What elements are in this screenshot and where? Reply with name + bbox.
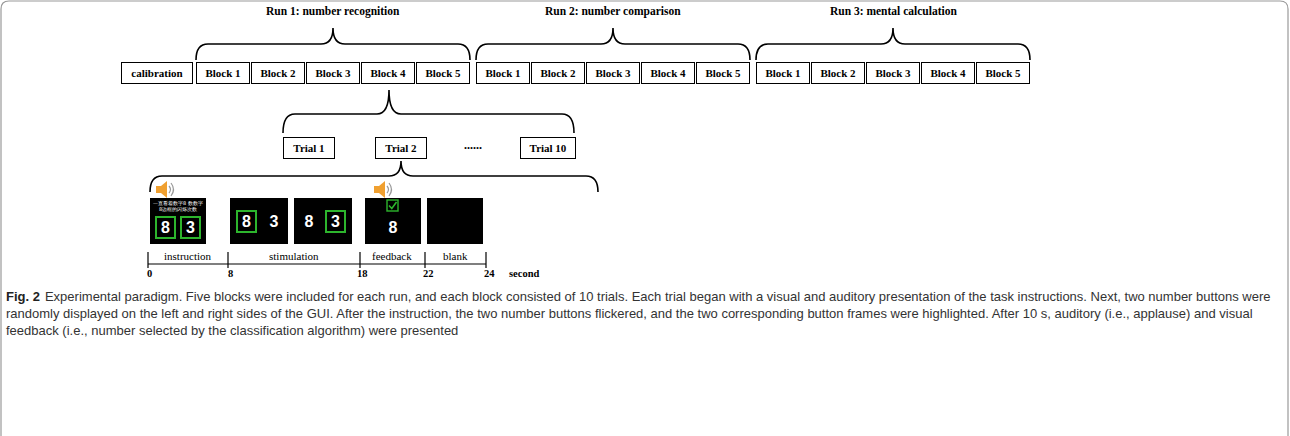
block-box: Block 2 xyxy=(531,62,585,84)
trial-brace xyxy=(283,90,574,133)
number-text: 8 xyxy=(299,210,319,233)
time-tick-label: 0 xyxy=(147,268,152,279)
box-text: Block 5 xyxy=(705,67,740,79)
box-text: Block 4 xyxy=(930,67,965,79)
number-text: 3 xyxy=(186,220,195,236)
block-box: Block 1 xyxy=(756,62,810,84)
block-box: Block 5 xyxy=(976,62,1030,84)
figure-number: Fig. 2 xyxy=(6,289,40,304)
phase-label: blank xyxy=(443,250,467,262)
block-box: Block 1 xyxy=(476,62,530,84)
run-brace xyxy=(196,28,470,60)
box-text: Block 4 xyxy=(650,67,685,79)
trial-box: Trial 2 xyxy=(375,137,427,159)
block-box: Block 2 xyxy=(251,62,305,84)
box-text: Trial 2 xyxy=(385,142,416,154)
trial-box: Trial 10 xyxy=(520,137,576,159)
timeline-tick xyxy=(424,252,425,268)
number-text: 3 xyxy=(264,210,284,233)
box-text: Block 5 xyxy=(985,67,1020,79)
box-text: Block 3 xyxy=(875,67,910,79)
box-text: Block 4 xyxy=(370,67,405,79)
blank-screen xyxy=(427,198,483,244)
run-title: Run 1: number recognition xyxy=(266,5,399,17)
speaker-icon xyxy=(374,181,392,198)
phase-label: feedback xyxy=(372,250,412,262)
run-brace xyxy=(756,28,1030,60)
block-box: Block 5 xyxy=(696,62,750,84)
timeline-tick xyxy=(359,252,360,268)
time-unit-label: second xyxy=(509,268,539,279)
number-button: 8 xyxy=(155,216,176,239)
block-box: Block 3 xyxy=(586,62,640,84)
box-text: Block 2 xyxy=(260,67,295,79)
stimulation-screen: 83 xyxy=(294,198,352,244)
timeline-axis xyxy=(148,263,486,264)
run-brace xyxy=(476,28,750,60)
number-text: 8 xyxy=(161,220,170,236)
box-text: 一直看着数字8 数数字8边框的闪烁次数 xyxy=(152,200,204,212)
block-box: Block 2 xyxy=(811,62,865,84)
feedback-screen: 8 xyxy=(365,198,421,244)
phase-label: instruction xyxy=(164,250,211,262)
calibration-box: calibration xyxy=(121,62,193,84)
time-tick-label: 22 xyxy=(423,268,434,279)
run-title: Run 3: mental calculation xyxy=(830,5,957,17)
block-box: Block 5 xyxy=(416,62,470,84)
time-tick-label: 18 xyxy=(357,268,368,279)
timeline-tick xyxy=(147,252,148,268)
phase-label: stimulation xyxy=(269,250,319,262)
check-icon xyxy=(387,200,398,211)
ellipsis: ...... xyxy=(464,138,482,153)
block-box: Block 3 xyxy=(866,62,920,84)
block-box: Block 1 xyxy=(196,62,250,84)
number-button: 3 xyxy=(180,216,201,239)
run-title: Run 2: number comparison xyxy=(545,5,681,17)
box-text: Block 2 xyxy=(820,67,855,79)
speaker-icon xyxy=(156,181,174,198)
number-button: 8 xyxy=(236,210,257,233)
time-tick-label: 24 xyxy=(484,268,495,279)
box-text: Block 1 xyxy=(485,67,520,79)
number-button: 3 xyxy=(325,210,346,233)
trial-box: Trial 1 xyxy=(283,137,335,159)
box-text: calibration xyxy=(131,67,182,79)
block-box: Block 4 xyxy=(361,62,415,84)
box-text: Block 5 xyxy=(425,67,460,79)
number-text: 8 xyxy=(383,216,403,239)
caption-block: Fig. 2Experimental paradigm. Five blocks… xyxy=(6,288,1278,339)
caption-text: Experimental paradigm. Five blocks were … xyxy=(6,289,1271,338)
time-tick-label: 8 xyxy=(228,268,233,279)
block-box: Block 3 xyxy=(306,62,360,84)
number-text: 3 xyxy=(331,214,340,230)
stimulation-screen: 38 xyxy=(230,198,288,244)
timeline-tick xyxy=(485,252,486,268)
block-box: Block 4 xyxy=(921,62,975,84)
box-text: Block 3 xyxy=(595,67,630,79)
timeline-tick xyxy=(227,252,228,268)
instruction-screen: 一直看着数字8 数数字8边框的闪烁次数 83 xyxy=(150,198,206,244)
box-text: Block 2 xyxy=(540,67,575,79)
number-text: 8 xyxy=(242,214,251,230)
box-text: Block 1 xyxy=(765,67,800,79)
box-text: Block 3 xyxy=(315,67,350,79)
box-text: Block 1 xyxy=(205,67,240,79)
trial-detail-brace xyxy=(150,161,598,192)
block-box: Block 4 xyxy=(641,62,695,84)
box-text: Trial 10 xyxy=(530,142,567,154)
box-text: Trial 1 xyxy=(293,142,324,154)
